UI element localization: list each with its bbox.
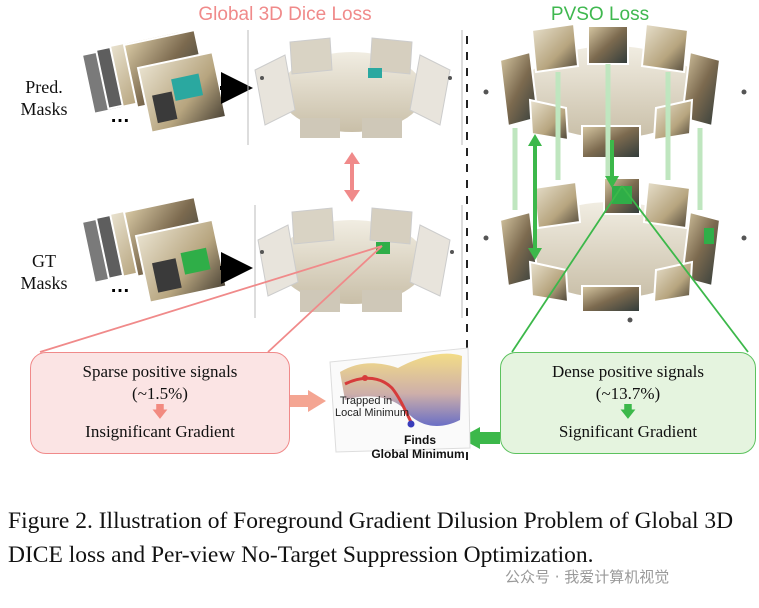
dense-down-arrow-icon: 🡇 bbox=[619, 404, 637, 421]
sparse-line3: Insignificant Gradient bbox=[85, 422, 235, 441]
gt-mask-stack bbox=[80, 195, 228, 304]
dense-line1: Dense positive signals bbox=[551, 362, 705, 381]
sparse-signals-box: Sparse positive signals (~1.5%) 🡇 Insign… bbox=[30, 352, 290, 454]
pred-mask-stack bbox=[80, 28, 228, 134]
pred-3d-scene bbox=[247, 30, 463, 145]
pvso-loss-title: PVSO Loss bbox=[550, 4, 650, 25]
figure-caption: Figure 2. Illustration of Foreground Gra… bbox=[8, 508, 734, 568]
watermark: 公众号 · 我爱计算机视觉 bbox=[505, 568, 670, 586]
dense-line2: (~13.7%) bbox=[595, 384, 661, 403]
pvso-3d-scene bbox=[483, 22, 747, 323]
pred-ellipsis: … bbox=[110, 105, 130, 127]
dense-connector-left bbox=[511, 185, 623, 353]
pred-masks-label: Pred. Masks bbox=[4, 76, 84, 120]
pred-label-line2: Masks bbox=[20, 99, 68, 119]
sparse-line1: Sparse positive signals bbox=[82, 362, 238, 381]
finds-line2: Global Minimum bbox=[371, 447, 464, 461]
finds-line1: Finds bbox=[404, 433, 436, 447]
dense-signals-box: Dense positive signals (~13.7%) 🡇 Signif… bbox=[500, 352, 756, 454]
sparse-to-landscape-arrow bbox=[290, 390, 326, 412]
gt-label-line1: GT bbox=[32, 251, 56, 271]
trapped-line2: Local Minimum bbox=[335, 407, 409, 419]
trapped-line1: Trapped in bbox=[340, 395, 392, 407]
gt-ellipsis: … bbox=[110, 275, 130, 297]
comparison-double-arrow bbox=[344, 152, 360, 202]
dense-line3: Significant Gradient bbox=[558, 422, 698, 441]
figure-illustration: … … bbox=[39, 22, 749, 461]
sparse-connector-left bbox=[39, 245, 383, 353]
pred-label-line1: Pred. bbox=[25, 77, 63, 97]
global-dice-loss-title: Global 3D Dice Loss bbox=[198, 4, 372, 25]
sparse-line2: (~1.5%) bbox=[132, 384, 188, 403]
gt-masks-label: GT Masks bbox=[4, 250, 84, 294]
sparse-down-arrow-icon: 🡇 bbox=[151, 404, 169, 421]
gt-3d-scene bbox=[254, 205, 463, 318]
sparse-connector-right bbox=[267, 245, 383, 353]
loss-landscape bbox=[329, 347, 471, 453]
gt-label-line2: Masks bbox=[20, 273, 68, 293]
dense-connector-right bbox=[621, 185, 749, 353]
